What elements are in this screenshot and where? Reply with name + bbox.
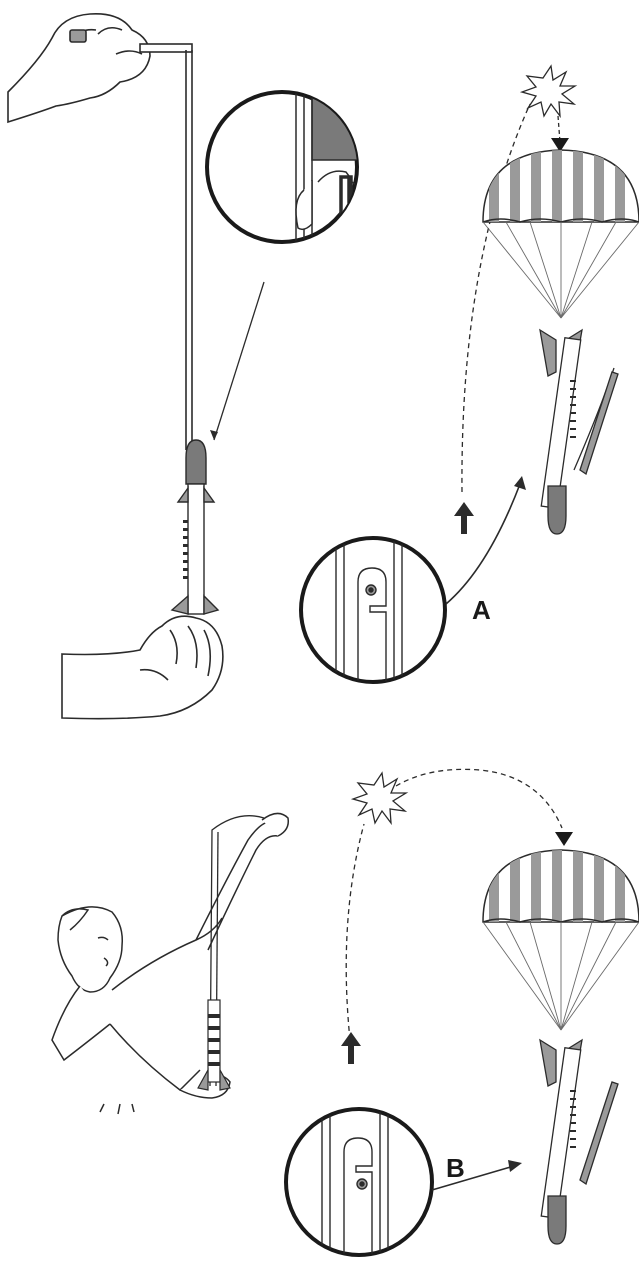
callout-a-line (446, 484, 520, 604)
parachute-top (483, 140, 639, 318)
trajectory-bottom-ascent (346, 824, 364, 1040)
zoom-detail-b (286, 1108, 432, 1256)
zoom-detail-top (207, 90, 363, 268)
rocket-upright-bottom (198, 1000, 230, 1090)
callout-b-arrowhead (508, 1160, 522, 1172)
parachute-bottom (483, 840, 639, 1030)
callout-a-arrowhead (514, 476, 526, 490)
rocket-notches (183, 520, 188, 579)
callout-label-a: A (472, 595, 491, 625)
rocket-descending-bottom (540, 1040, 618, 1244)
rocket-upright-top (172, 440, 218, 614)
callout-label-b: B (446, 1153, 465, 1183)
down-arrow-icon-bottom (555, 832, 573, 846)
person-launching (52, 813, 288, 1114)
up-arrow-icon-bottom (341, 1032, 361, 1064)
launch-rod-top (140, 44, 192, 450)
zoom-pointer-top (214, 282, 264, 440)
burst-icon-bottom (353, 773, 406, 823)
trajectory-bottom-arc (396, 769, 562, 828)
upper-hand (8, 14, 150, 122)
rocket-descending-top (540, 330, 618, 534)
up-arrow-icon (454, 502, 474, 534)
zoom-detail-a (301, 536, 445, 684)
callout-b-line (432, 1166, 514, 1190)
burst-icon (522, 66, 575, 116)
lower-hand (62, 616, 223, 718)
